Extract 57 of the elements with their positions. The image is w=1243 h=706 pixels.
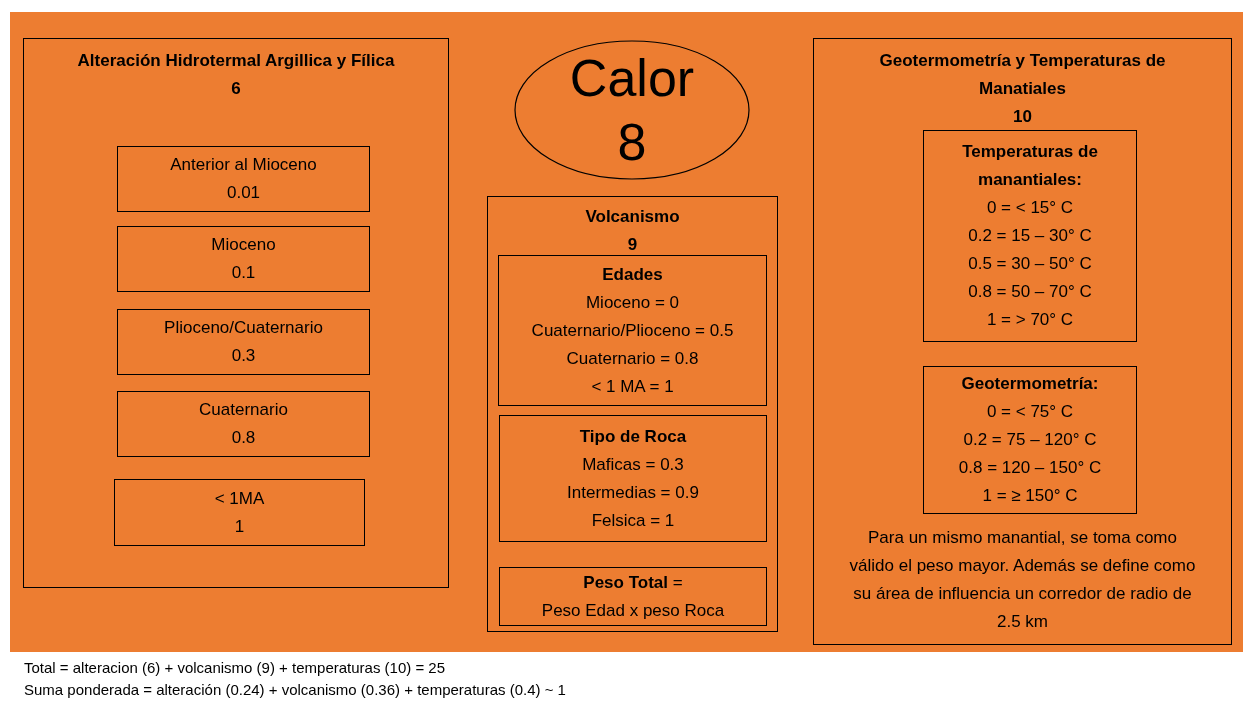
- heading-text: 6: [230, 78, 242, 100]
- body-text: Peso Total =: [582, 571, 684, 594]
- body-text: 1: [233, 515, 246, 538]
- body-text: < 1MA: [214, 487, 265, 510]
- formula-box: [499, 567, 767, 626]
- title-ellipse: [514, 40, 750, 180]
- heading-text: 9: [626, 234, 639, 256]
- body-text: Calor: [569, 48, 695, 109]
- formula-text: Suma ponderada = alteración (0.24) + volcanismo (0.36) + temperaturas (0.4) ~ 1: [24, 680, 567, 700]
- body-text: Intermedias = 0.9: [567, 481, 699, 504]
- body-text: 0.8: [230, 427, 257, 449]
- body-text: Anterior al Mioceno: [170, 154, 317, 176]
- body-text: < 1 MA = 1: [590, 375, 675, 398]
- formula-text: Total = alteracion (6) + volcanismo (9) + temperaturas (10) = 25: [24, 658, 447, 678]
- category-panel: [487, 196, 778, 632]
- body-text: 0.01: [225, 182, 262, 204]
- body-text: 0.2 = 75 – 120° C: [962, 429, 1098, 451]
- body-text: Plioceno/Cuaternario: [164, 317, 323, 339]
- body-text: Mioceno: [211, 234, 276, 256]
- body-text: 0 = < 75° C: [985, 401, 1075, 423]
- body-text: Cuaternario: [199, 399, 288, 421]
- body-text: Cuaternario = 0.8: [565, 347, 700, 370]
- heading-text: Geotermometría y Temperaturas de Manatiales: [878, 50, 1167, 100]
- note-paragraph: Para un mismo manantial, se toma como válido el peso mayor. Además se define como su área de influencia un corredor de radio de 2.5 km: [848, 527, 1197, 633]
- body-text: 0 = < 15° C: [985, 197, 1075, 219]
- criteria-box: [923, 130, 1137, 342]
- heading-text: Temperaturas de manantiales:: [961, 141, 1099, 191]
- body-text: 0.5 = 30 – 50° C: [967, 253, 1093, 275]
- body-text: 0.8 = 120 – 150° C: [958, 457, 1102, 479]
- value-box: [117, 309, 370, 375]
- body-text: Felsica = 1: [590, 509, 676, 532]
- category-panel: [813, 38, 1232, 645]
- body-text: 8: [616, 112, 648, 173]
- criteria-box: [498, 255, 767, 406]
- body-text: 1 = ≥ 150° C: [981, 485, 1079, 507]
- heading-text: Edades: [601, 263, 664, 286]
- value-box: [117, 146, 370, 212]
- criteria-box: [923, 366, 1137, 514]
- body-text: 0.2 = 15 – 30° C: [967, 225, 1093, 247]
- body-text: Maficas = 0.3: [581, 453, 685, 476]
- value-box: [117, 391, 370, 457]
- criteria-box: [499, 415, 767, 542]
- body-text: 0.3: [230, 345, 257, 367]
- heading-text: Volcanismo: [585, 206, 680, 228]
- body-text: Peso Edad x peso Roca: [541, 599, 725, 622]
- heading-text: Geotermometría:: [960, 373, 1100, 395]
- body-text: Cuaternario/Plioceno = 0.5: [531, 319, 734, 342]
- body-text: 0.1: [230, 262, 257, 284]
- heading-text: Alteración Hidrotermal Argillica y Fílica: [77, 50, 395, 72]
- value-box: [117, 226, 370, 292]
- value-box: [114, 479, 365, 546]
- heading-text: Tipo de Roca: [578, 425, 688, 448]
- body-text: Mioceno = 0: [584, 291, 681, 314]
- body-text: 1 = > 70° C: [985, 309, 1075, 331]
- category-panel: [23, 38, 449, 588]
- heading-text: 10: [1012, 106, 1033, 128]
- body-text: 0.8 = 50 – 70° C: [967, 281, 1093, 303]
